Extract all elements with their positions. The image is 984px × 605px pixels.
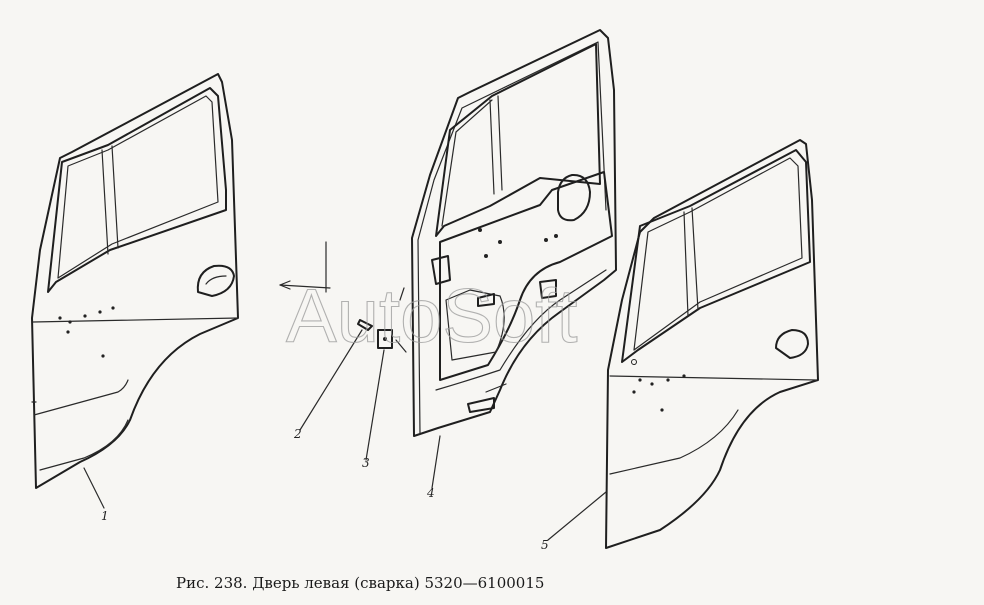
watermark: AutoSoft [286,274,578,359]
callout-3: 3 [362,456,370,470]
callout-1: 1 [101,509,109,523]
part-1-door-panel [31,73,239,509]
callout-4: 4 [426,486,435,500]
part-5-door-panel [547,139,819,549]
part-2-3-hinges [279,241,407,461]
callout-2: 2 [293,427,302,441]
callout-5: 5 [541,538,549,552]
figure-caption: Рис. 238. Дверь левая (сварка) 5320—6100… [176,574,545,592]
part-4-door-frame [411,29,617,489]
